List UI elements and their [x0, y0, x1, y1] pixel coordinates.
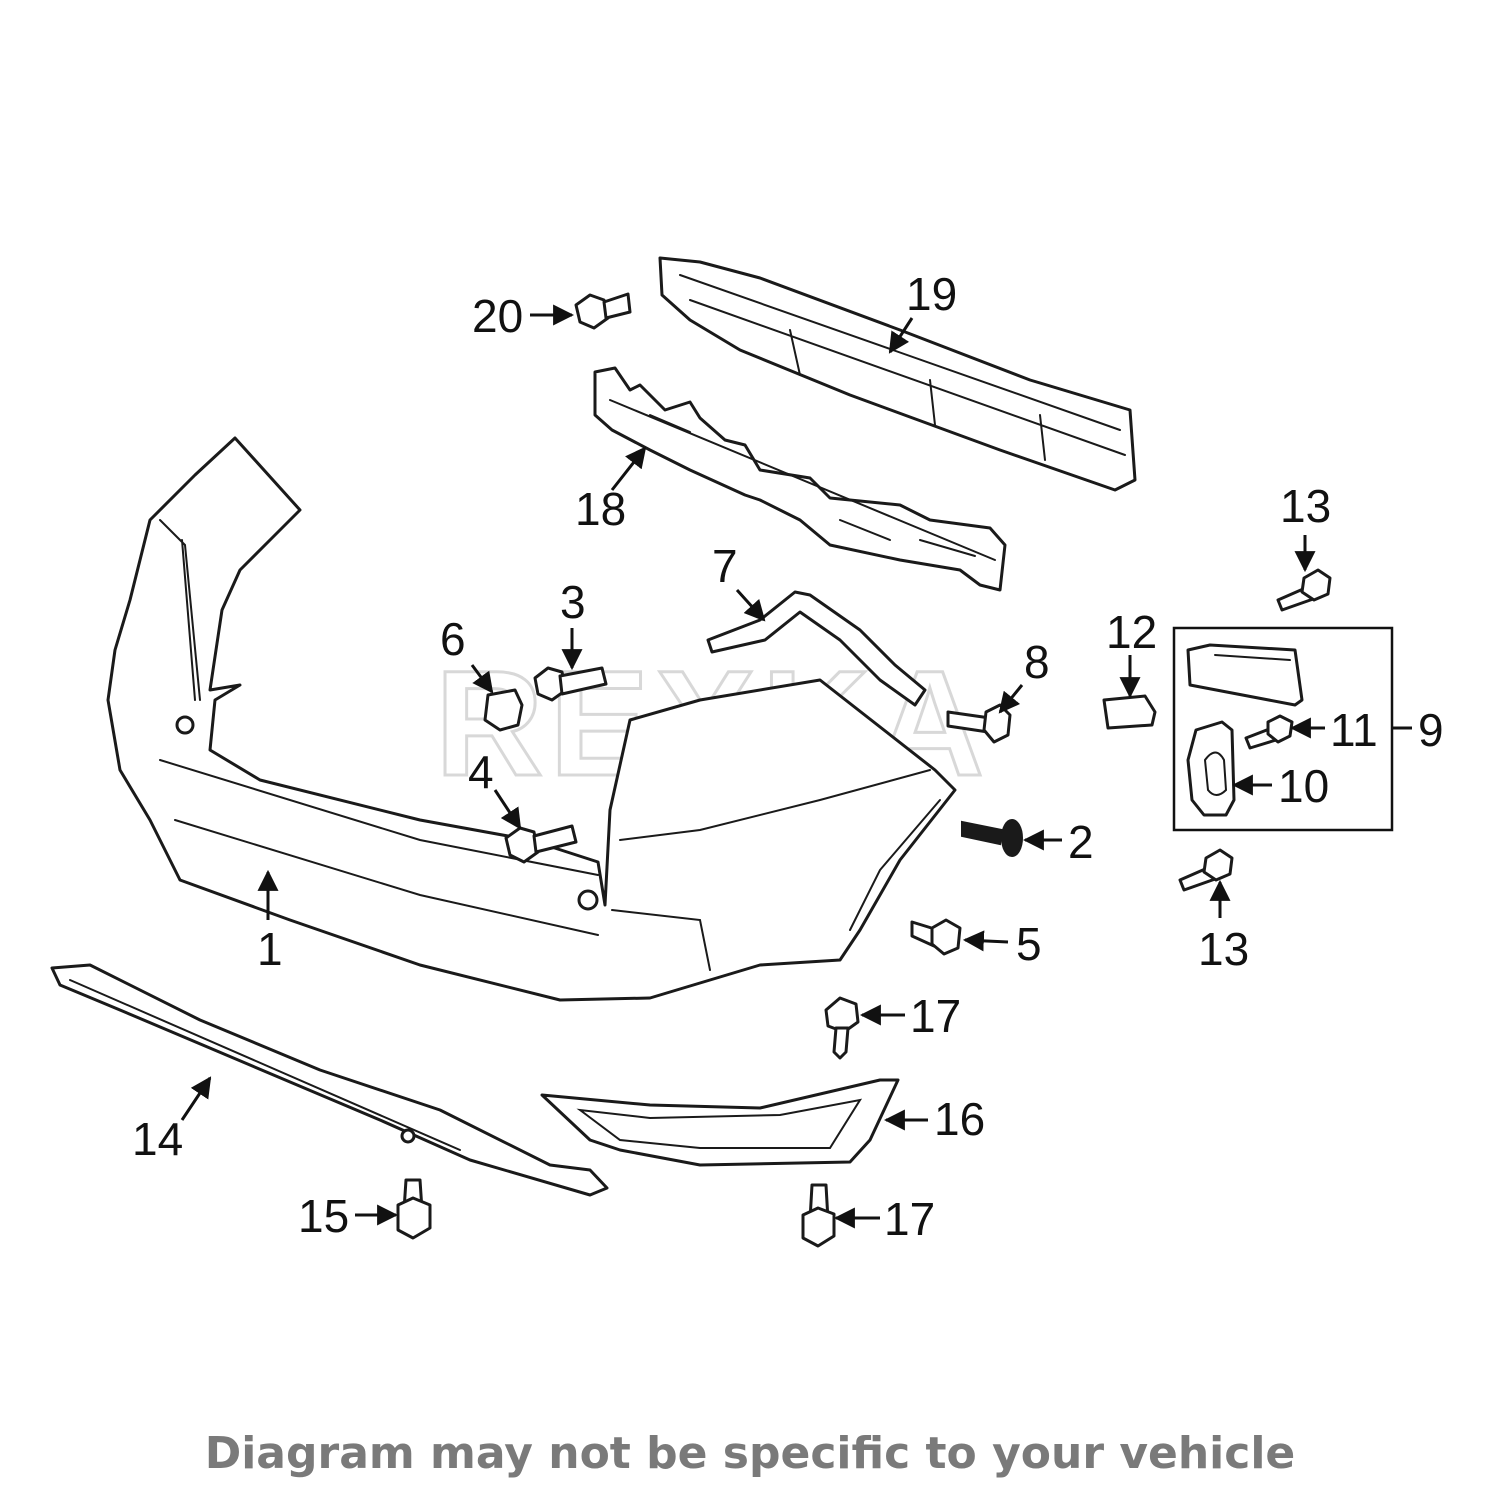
callout-5: 5 — [1016, 918, 1042, 970]
part-reflector — [1186, 643, 1304, 707]
part-screw-2 — [961, 819, 1023, 857]
part-bolt-20 — [574, 292, 632, 330]
leader-lines — [180, 304, 1412, 1229]
part-bumper-cover — [106, 436, 957, 1002]
part-bolt-13-upper — [1276, 568, 1332, 612]
part-cap — [483, 688, 524, 732]
callout-17-upper: 17 — [910, 990, 961, 1042]
part-lower-valance — [50, 963, 609, 1197]
part-clip-17-lower — [801, 1183, 836, 1248]
callout-20: 20 — [472, 290, 523, 342]
callout-10: 10 — [1278, 760, 1329, 812]
callout-17-lower: 17 — [884, 1193, 935, 1245]
part-energy-absorber — [593, 366, 1007, 592]
callout-19: 19 — [906, 268, 957, 320]
callout-15: 15 — [298, 1190, 349, 1242]
callout-14: 14 — [132, 1113, 183, 1165]
callout-18: 18 — [575, 483, 626, 535]
callout-2: 2 — [1068, 816, 1094, 868]
callout-8: 8 — [1024, 636, 1050, 688]
part-bolt-3 — [533, 666, 608, 702]
callout-4: 4 — [468, 746, 494, 798]
part-bolt-15 — [396, 1178, 432, 1240]
callout-labels: 1 2 3 4 5 6 7 8 9 10 11 12 13 13 14 15 1… — [132, 268, 1444, 1245]
part-clip-17-upper — [824, 996, 860, 1060]
part-lower-trim — [540, 1078, 900, 1167]
callout-7: 7 — [712, 540, 738, 592]
callout-16: 16 — [934, 1093, 985, 1145]
callout-6: 6 — [440, 613, 466, 665]
callout-9: 9 — [1418, 704, 1444, 756]
part-screw-8 — [946, 703, 1012, 744]
callout-3: 3 — [560, 576, 586, 628]
part-bolt-4 — [504, 824, 578, 864]
part-bolt-13-lower — [1178, 848, 1234, 892]
part-screw-5 — [910, 918, 962, 956]
callout-13-lower: 13 — [1198, 923, 1249, 975]
part-screw-11 — [1244, 714, 1294, 750]
callout-11: 11 — [1330, 704, 1378, 756]
disclaimer-text: Diagram may not be specific to your vehi… — [204, 1428, 1296, 1479]
callout-1: 1 — [257, 923, 283, 975]
callout-13-upper: 13 — [1280, 480, 1331, 532]
part-clip-12 — [1102, 694, 1157, 730]
callout-12: 12 — [1106, 606, 1157, 658]
part-bracket-10 — [1186, 720, 1236, 817]
